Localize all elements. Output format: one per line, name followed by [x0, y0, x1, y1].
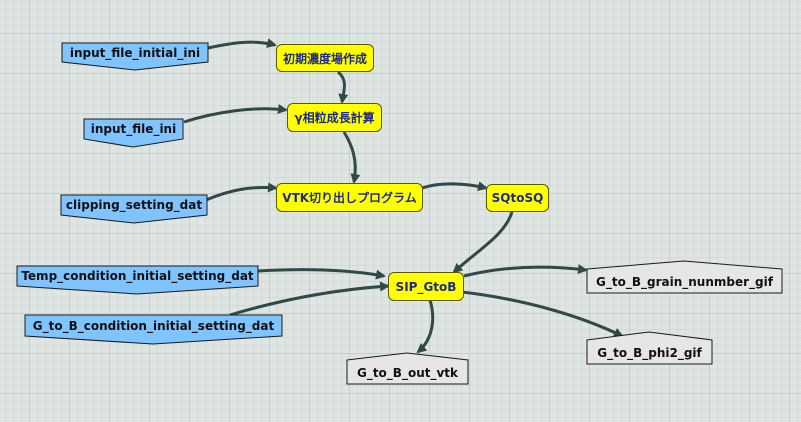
input-node-label: G_to_B_condition_initial_setting_dat: [32, 318, 275, 333]
edge-p5-out1: [463, 264, 588, 278]
edge-p1-p2: [336, 70, 349, 104]
output-node-out-vtk[interactable]: G_to_B_out_vtk: [346, 352, 469, 385]
input-node-shape: [83, 118, 184, 148]
process-node-label: 初期濃度場作成: [282, 51, 367, 66]
process-node-label: γ相粒成長計算: [294, 111, 375, 125]
output-node-label: G_to_B_out_vtk: [356, 365, 459, 380]
edge-in4-p5: [257, 268, 386, 280]
edge-in5-p5: [229, 281, 390, 317]
input-node-input-file-ini[interactable]: input_file_ini: [83, 118, 184, 148]
edge-in2-p2: [183, 104, 288, 124]
edge-in1-p1: [207, 38, 277, 50]
output-node-shape: [586, 260, 783, 294]
process-node-sqtosq[interactable]: SQtoSQ: [486, 184, 549, 212]
edge-p4-p5: [452, 211, 514, 274]
process-node-vtk-clipping[interactable]: VTK切り出しプログラム: [276, 183, 423, 212]
output-node-shape: [586, 331, 713, 365]
edge-p5-out2: [461, 290, 624, 338]
input-node-label: input_file_ini: [90, 122, 177, 136]
process-node-initial-concentration[interactable]: 初期濃度場作成: [276, 44, 374, 72]
edge-p5-out3: [416, 299, 435, 354]
input-node-label: input_file_initial_ini: [69, 45, 201, 60]
input-node-temp-condition[interactable]: Temp_condition_initial_setting_dat: [16, 265, 259, 295]
output-node-label: G_to_B_phi2_gif: [597, 345, 702, 360]
input-node-shape: [24, 314, 283, 345]
input-node-clipping-setting-dat[interactable]: clipping_setting_dat: [60, 194, 208, 224]
edge-in3-p3: [205, 182, 278, 202]
output-node-label: G_to_B_grain_nunmber_gif: [596, 274, 773, 289]
output-node-grain-number-gif[interactable]: G_to_B_grain_nunmber_gif: [586, 260, 783, 294]
input-node-shape: [16, 265, 259, 295]
input-node-shape: [61, 42, 209, 71]
edge-p3-p4: [421, 181, 488, 192]
edge-p2-p3: [342, 131, 361, 184]
output-node-phi2-gif[interactable]: G_to_B_phi2_gif: [586, 331, 713, 365]
output-node-shape: [346, 352, 469, 385]
input-node-shape: [60, 194, 208, 224]
process-node-gamma-grain-growth[interactable]: γ相粒成長計算: [287, 103, 382, 132]
input-node-label: Temp_condition_initial_setting_dat: [21, 269, 254, 283]
process-node-label: SQtoSQ: [491, 191, 544, 205]
input-node-g-to-b-condition[interactable]: G_to_B_condition_initial_setting_dat: [24, 314, 283, 345]
process-node-sip-gtob[interactable]: SIP_GtoB: [388, 272, 464, 301]
process-node-label: SIP_GtoB: [395, 279, 457, 294]
input-node-input-file-initial-ini[interactable]: input_file_initial_ini: [61, 42, 209, 71]
input-node-label: clipping_setting_dat: [65, 198, 203, 212]
process-node-label: VTK切り出しプログラム: [282, 191, 417, 205]
